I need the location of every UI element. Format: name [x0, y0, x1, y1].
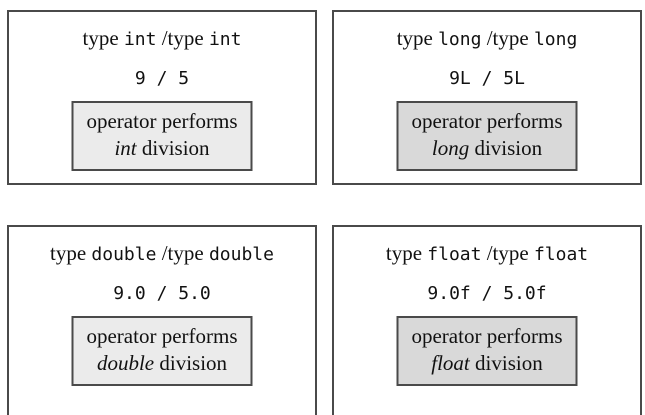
left-operand-type: double	[91, 244, 157, 265]
note-division-type: float	[431, 351, 470, 375]
panel-float-division: type float /type float 9.0f / 5.0f opera…	[332, 225, 642, 415]
note-line-2: double division	[74, 350, 251, 377]
note-line-1: operator performs	[86, 109, 238, 133]
note-suffix: division	[469, 351, 543, 375]
left-operand-type: long	[438, 29, 482, 50]
note-line-1: operator performs	[86, 324, 238, 348]
type-word: type	[385, 241, 423, 265]
panel-heading: type long /type long	[334, 26, 640, 51]
division-expression: 9L / 5L	[449, 68, 525, 89]
note-line-2: float division	[399, 350, 576, 377]
note-line-1: operator performs	[411, 109, 563, 133]
type-word: type	[396, 26, 433, 50]
note-suffix: division	[136, 136, 210, 160]
note-line-2: long division	[399, 135, 576, 162]
type-word: type	[50, 241, 87, 265]
panel-double-division: type double /type double 9.0 / 5.0 opera…	[7, 225, 317, 415]
right-operand-type: float	[533, 244, 589, 265]
division-expression: 9 / 5	[134, 68, 190, 89]
note-line-1: operator performs	[411, 324, 563, 348]
right-operand-type: int	[208, 29, 242, 50]
note-suffix: division	[469, 136, 543, 160]
panel-heading: type int /type int	[9, 26, 315, 51]
note-division-type: long	[431, 136, 470, 160]
left-operand-type: int	[123, 29, 157, 50]
note-division-type: int	[114, 136, 137, 160]
left-operand-type: float	[427, 244, 482, 265]
division-result-note: operator performs double division	[71, 316, 253, 386]
note-division-type: double	[96, 351, 155, 375]
type-separator: /type	[156, 241, 209, 265]
division-expression: 9.0f / 5.0f	[427, 283, 547, 304]
note-suffix: division	[154, 351, 228, 375]
type-separator: /type	[481, 26, 534, 50]
panel-long-division: type long /type long 9L / 5L operator pe…	[332, 10, 642, 185]
right-operand-type: long	[533, 29, 578, 50]
division-result-note: operator performs long division	[396, 101, 578, 171]
division-expression: 9.0 / 5.0	[113, 283, 211, 304]
division-result-note: operator performs int division	[71, 101, 253, 171]
panel-heading: type double /type double	[9, 241, 315, 266]
type-separator: /type	[481, 241, 534, 265]
panel-heading: type float /type float	[334, 241, 640, 266]
right-operand-type: double	[208, 244, 274, 265]
type-word: type	[82, 26, 119, 50]
division-result-note: operator performs float division	[396, 316, 578, 386]
panel-int-division: type int /type int 9 / 5 operator perfor…	[7, 10, 317, 185]
type-separator: /type	[156, 26, 209, 50]
note-line-2: int division	[74, 135, 251, 162]
